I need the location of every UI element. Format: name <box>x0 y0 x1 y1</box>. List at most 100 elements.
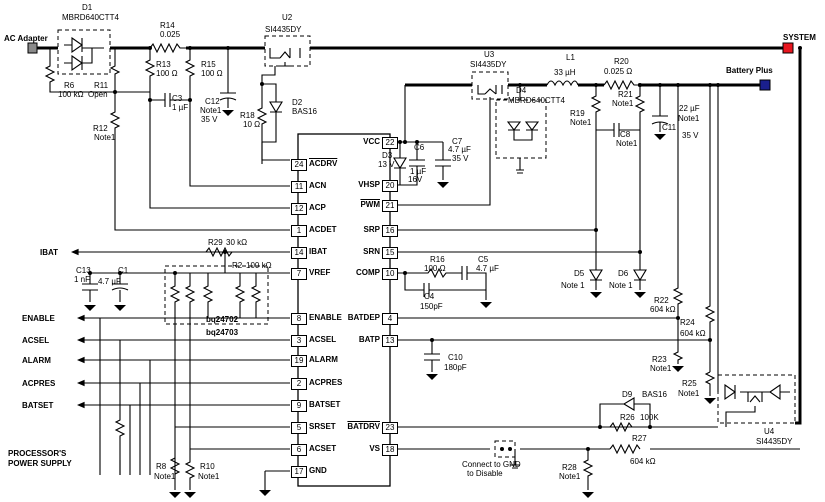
system-terminal <box>782 42 794 54</box>
svg-text:Note1: Note1 <box>616 139 638 148</box>
proc-supply-label-2: POWER SUPPLY <box>8 459 72 468</box>
vcc-wire <box>390 85 406 143</box>
svg-text:R15: R15 <box>201 60 216 69</box>
c12-capacitor: C12 Note1 35 V <box>200 48 237 124</box>
c5-capacitor: C5 4.7 µF <box>461 255 499 300</box>
r26-resistor: R26 100K <box>609 413 659 433</box>
r6-resistor: R6 100 kΩ <box>44 48 150 99</box>
svg-text:Note1: Note1 <box>650 364 672 373</box>
r15-resistor: R15 100 Ω <box>184 48 223 100</box>
d1-value: MBRD640CTT4 <box>62 13 119 22</box>
c3-capacitor: C3 1 µF <box>150 93 190 112</box>
svg-text:C11: C11 <box>662 123 677 132</box>
battery-plus-terminal <box>759 79 771 91</box>
r20-resistor: R20 0.025 Ω <box>603 57 638 91</box>
r8-resistor: R8 Note1 <box>154 457 181 490</box>
ac-adapter-terminal <box>27 42 38 54</box>
r14-resistor: R14 0.025 <box>149 21 186 54</box>
d1-ref: D1 <box>82 3 93 12</box>
svg-text:BAS16: BAS16 <box>292 107 317 116</box>
r24-resistor: R24 604 kΩ <box>680 85 716 372</box>
acdet-wire <box>114 150 290 231</box>
svg-text:R14: R14 <box>160 21 175 30</box>
batset-line: BATSET <box>22 401 290 410</box>
svg-text:D9: D9 <box>622 390 633 399</box>
svg-text:R20: R20 <box>614 57 629 66</box>
c7-capacitor: C7 4.7 µF 35 V <box>435 137 471 180</box>
svg-text:C5: C5 <box>478 255 489 264</box>
svg-text:ACPRES: ACPRES <box>22 379 56 388</box>
bq24702-ic <box>297 133 391 487</box>
battery-plus-label: Battery Plus <box>726 66 773 75</box>
disable-jumper[interactable]: Connect to GND to Disable <box>462 440 521 478</box>
svg-text:R26: R26 <box>620 413 635 422</box>
svg-text:100 kΩ: 100 kΩ <box>246 261 272 270</box>
svg-text:IBAT: IBAT <box>40 248 58 257</box>
r13-resistor: R13 100 Ω <box>144 48 178 100</box>
svg-text:0.025: 0.025 <box>160 30 181 39</box>
d6-diode: D6 Note 1 <box>609 252 647 290</box>
svg-text:Note1: Note1 <box>94 133 116 142</box>
r19-resistor: R19 Note1 <box>570 85 602 230</box>
junction-dots <box>88 46 802 451</box>
svg-text:4.7 µF: 4.7 µF <box>448 145 471 154</box>
svg-text:C10: C10 <box>448 353 463 362</box>
svg-text:180pF: 180pF <box>444 363 467 372</box>
svg-text:D2: D2 <box>292 98 303 107</box>
svg-text:150pF: 150pF <box>420 302 443 311</box>
svg-text:R27: R27 <box>632 434 647 443</box>
r25-resistor: R25 Note1 <box>678 371 716 398</box>
svg-text:R8: R8 <box>156 462 167 471</box>
ibat-output: IBAT <box>40 248 290 257</box>
svg-text:13 V: 13 V <box>378 160 395 169</box>
u2-mosfet: U2 SI4435DY <box>261 13 311 84</box>
svg-text:Note1: Note1 <box>200 106 222 115</box>
svg-text:C1: C1 <box>118 266 129 275</box>
svg-text:R21: R21 <box>618 90 633 99</box>
svg-text:10 Ω: 10 Ω <box>243 120 260 129</box>
svg-text:ACSEL: ACSEL <box>22 336 49 345</box>
svg-text:604 kΩ: 604 kΩ <box>650 305 676 314</box>
srset-acset-wires <box>175 426 290 450</box>
svg-text:BATSET: BATSET <box>22 401 54 410</box>
svg-text:C4: C4 <box>424 292 435 301</box>
svg-text:R19: R19 <box>570 109 585 118</box>
gnd-wire <box>264 470 290 490</box>
d5-diode: D5 Note 1 <box>561 230 603 290</box>
c4-capacitor: C4 150pF <box>404 273 486 311</box>
svg-text:Note1: Note1 <box>612 99 634 108</box>
u4-mosfet: U4 SI4435DY <box>717 374 796 446</box>
d4-schottky: D4 MBRD640CTT4 <box>495 86 565 174</box>
svg-text:to Disable: to Disable <box>467 469 503 478</box>
svg-text:4.7 µF: 4.7 µF <box>476 264 499 273</box>
svg-text:Note1: Note1 <box>198 472 220 481</box>
svg-text:R6: R6 <box>64 81 75 90</box>
svg-text:SI4435DY: SI4435DY <box>756 437 793 446</box>
svg-text:R28: R28 <box>562 463 577 472</box>
svg-text:30 kΩ: 30 kΩ <box>226 238 247 247</box>
r23-resistor: R23 Note1 <box>650 350 684 373</box>
acn-wire <box>189 100 290 187</box>
svg-text:Note1: Note1 <box>678 114 700 123</box>
svg-text:Note1: Note1 <box>678 389 700 398</box>
d3-zener: D3 13 V <box>378 142 407 185</box>
svg-text:100 Ω: 100 Ω <box>424 264 446 273</box>
c13-capacitor: C13 1 nF <box>74 266 98 302</box>
svg-text:R23: R23 <box>652 355 667 364</box>
svg-text:35 V: 35 V <box>452 154 469 163</box>
svg-text:D3: D3 <box>382 151 393 160</box>
svg-text:BAS16: BAS16 <box>642 390 667 399</box>
d9-diode: D9 BAS16 <box>599 390 667 427</box>
svg-text:C3: C3 <box>172 94 183 103</box>
svg-text:35 V: 35 V <box>682 131 699 140</box>
enable-line: ENABLE <box>22 314 290 323</box>
svg-text:D6: D6 <box>618 269 629 278</box>
svg-text:U3: U3 <box>484 50 495 59</box>
svg-text:R29: R29 <box>208 238 223 247</box>
svg-text:604 kΩ: 604 kΩ <box>680 329 706 338</box>
svg-text:R11: R11 <box>94 81 109 90</box>
r22-resistor: R22 604 kΩ <box>650 85 684 350</box>
svg-text:R25: R25 <box>682 379 697 388</box>
r12-resistor: R12 Note1 <box>93 92 121 150</box>
